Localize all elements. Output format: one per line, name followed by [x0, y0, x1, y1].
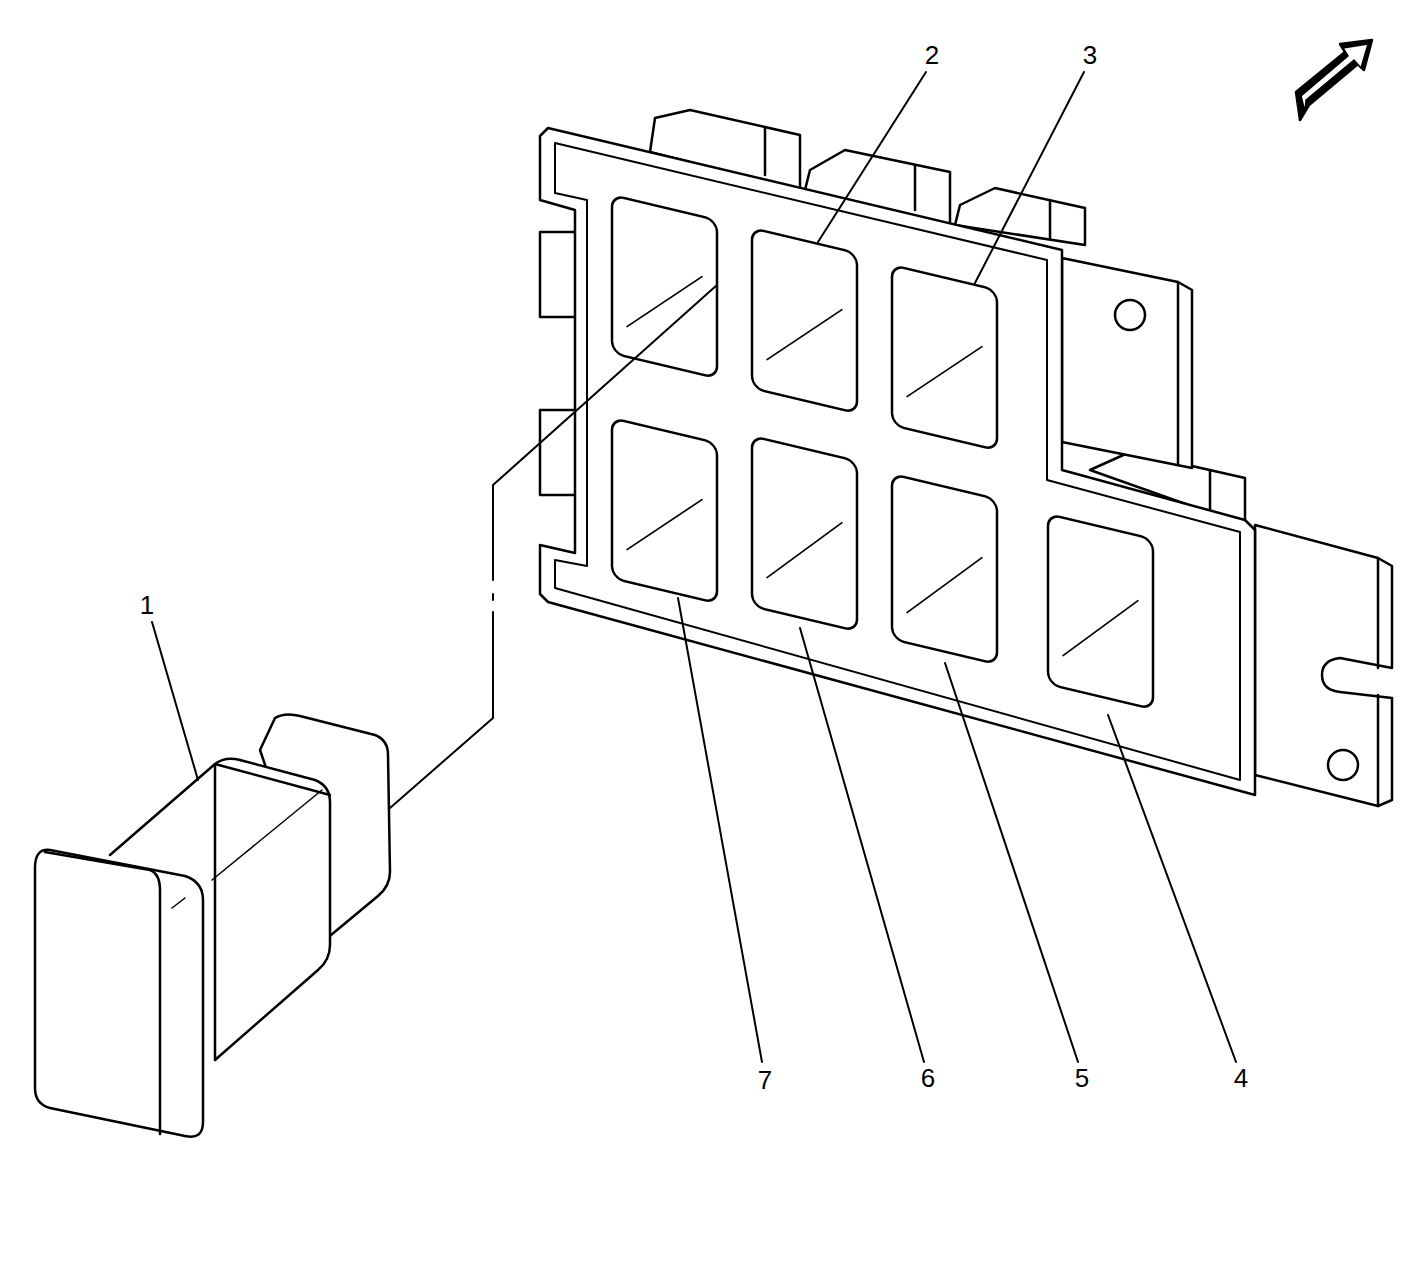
callout-number: 1 — [140, 590, 154, 620]
callout-number: 4 — [1234, 1063, 1248, 1093]
callout-wrap: 4 — [1234, 1065, 1248, 1091]
relay — [35, 714, 390, 1136]
fuse-windows — [612, 195, 1153, 709]
leader-lines — [152, 72, 1236, 1062]
callout-wrap: 1 — [140, 592, 154, 618]
callout-wrap: 7 — [758, 1067, 772, 1093]
callout-wrap: 5 — [1075, 1065, 1089, 1091]
fuse-panel — [540, 128, 1255, 795]
callout-number: 6 — [921, 1063, 935, 1093]
callout-wrap: 3 — [1083, 42, 1097, 68]
callout-number: 7 — [758, 1065, 772, 1095]
callout-wrap: 2 — [925, 42, 939, 68]
install-line — [390, 285, 717, 808]
callout-number: 2 — [925, 40, 939, 70]
callout-number: 3 — [1083, 40, 1097, 70]
callout-wrap: 6 — [921, 1065, 935, 1091]
callout-number: 5 — [1075, 1063, 1089, 1093]
direction-arrow — [1296, 40, 1372, 120]
